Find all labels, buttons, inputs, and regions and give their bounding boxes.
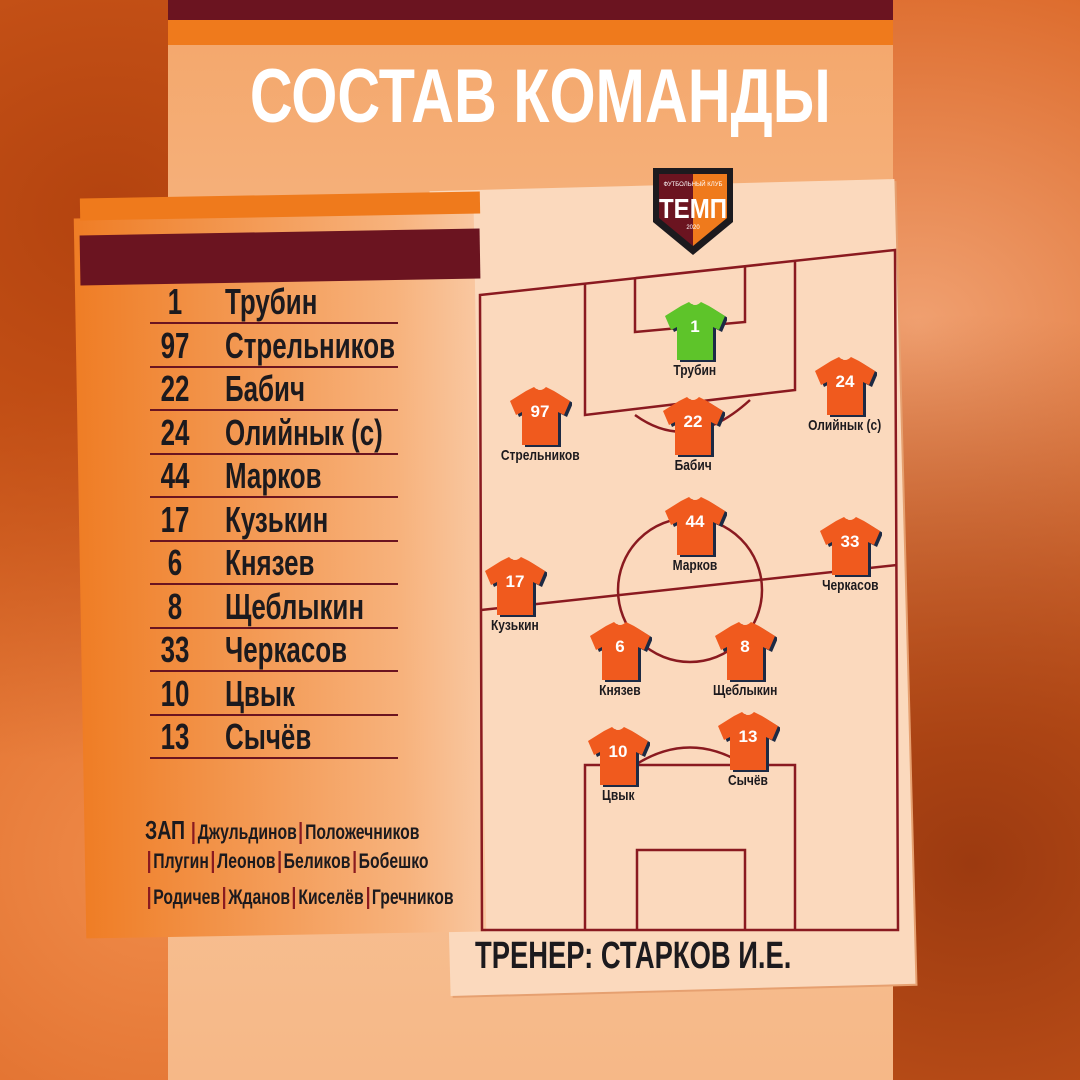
player-number: 17 bbox=[160, 498, 190, 540]
field-player-name: Стрельников bbox=[500, 447, 580, 464]
player-number: 6 bbox=[167, 542, 183, 583]
player-number: 44 bbox=[160, 455, 190, 496]
top-band-orange bbox=[168, 20, 893, 45]
player-name: Трубин bbox=[225, 281, 318, 322]
field-player-name: Олийнык (с) bbox=[808, 417, 882, 434]
player-name: Кузькин bbox=[225, 498, 329, 540]
jersey-number: 6 bbox=[615, 637, 624, 656]
jersey-number: 97 bbox=[531, 402, 550, 421]
logo-subtitle: ФУТБОЛЬНЫЙ КЛУБ bbox=[664, 180, 723, 188]
player-number: 24 bbox=[160, 411, 190, 453]
jersey-icon: 6 bbox=[590, 622, 652, 682]
lineup-row: 8 Щеблыкин bbox=[150, 585, 398, 629]
player-number: 97 bbox=[160, 324, 190, 366]
player-number: 1 bbox=[167, 281, 183, 322]
logo-name: ТЕМП bbox=[659, 193, 727, 224]
pitch bbox=[478, 248, 900, 932]
field-player-name: Черкасов bbox=[821, 577, 879, 594]
jersey-icon: 1 bbox=[665, 302, 727, 362]
field-player-name: Бабич bbox=[674, 457, 712, 474]
lineup-row: 22 Бабич bbox=[150, 369, 398, 411]
player-number: 33 bbox=[160, 629, 190, 670]
jersey-icon: 8 bbox=[715, 622, 777, 682]
jersey-icon: 97 bbox=[510, 387, 572, 447]
jersey-icon: 13 bbox=[718, 712, 780, 772]
field-player-name: Кузькин bbox=[491, 617, 539, 634]
player-name: Стрельников bbox=[225, 324, 396, 366]
jersey-icon: 24 bbox=[815, 357, 877, 417]
jersey-icon: 44 bbox=[665, 497, 727, 557]
field-player-name: Трубин bbox=[673, 362, 717, 379]
lineup-row: 33 Черкасов bbox=[150, 630, 398, 672]
jersey-number: 17 bbox=[506, 572, 525, 591]
jersey-icon: 10 bbox=[588, 727, 650, 787]
jersey-number: 33 bbox=[841, 532, 860, 551]
field-player-name: Марков bbox=[672, 557, 718, 574]
jersey-number: 1 bbox=[690, 317, 699, 336]
lineup-row: 24 Олийнык (с) bbox=[150, 411, 398, 455]
logo-year: 2020 bbox=[686, 225, 700, 231]
lineup-row: 1 Трубин bbox=[150, 282, 398, 324]
player-number: 10 bbox=[160, 672, 190, 714]
lineup-row: 13 Сычёв bbox=[150, 717, 398, 759]
coach-label: ТРЕНЕР: СТАРКОВ И.Е. bbox=[475, 935, 792, 977]
player-name: Бабич bbox=[225, 368, 306, 409]
jersey-number: 13 bbox=[739, 727, 758, 746]
player-name: Олийнык (с) bbox=[225, 411, 383, 453]
jersey-number: 24 bbox=[836, 372, 855, 391]
lineup-band-maroon bbox=[79, 228, 481, 286]
field-player-name: Цвык bbox=[601, 787, 635, 804]
player-number: 8 bbox=[167, 585, 183, 627]
player-number: 13 bbox=[160, 716, 190, 757]
lineup-row: 17 Кузькин bbox=[150, 498, 398, 542]
jersey-number: 8 bbox=[740, 637, 749, 656]
lineup-row: 6 Князев bbox=[150, 543, 398, 585]
player-name: Цвык bbox=[225, 672, 295, 714]
lineup-row: 44 Марков bbox=[150, 456, 398, 498]
player-name: Сычёв bbox=[225, 716, 312, 757]
player-number: 22 bbox=[160, 368, 190, 409]
player-name: Черкасов bbox=[225, 629, 348, 670]
lineup-row: 10 Цвык bbox=[150, 672, 398, 716]
player-name: Марков bbox=[225, 455, 322, 496]
field-player-name: Сычёв bbox=[728, 772, 768, 789]
field-player-name: Щеблыкин bbox=[712, 682, 778, 699]
jersey-number: 44 bbox=[686, 512, 705, 531]
page-title: СОСТАВ КОМАНДЫ bbox=[249, 54, 831, 139]
lineup-row: 97 Стрельников bbox=[150, 324, 398, 368]
player-name: Щеблыкин bbox=[225, 585, 365, 627]
top-band-maroon bbox=[168, 0, 893, 20]
jersey-icon: 33 bbox=[820, 517, 882, 577]
field-player-name: Князев bbox=[599, 682, 641, 699]
club-logo: ФУТБОЛЬНЫЙ КЛУБ ТЕМП 2020 bbox=[653, 168, 733, 255]
jersey-icon: 17 bbox=[485, 557, 547, 617]
jersey-number: 10 bbox=[609, 742, 628, 761]
player-name: Князев bbox=[225, 542, 315, 583]
jersey-number: 22 bbox=[684, 412, 703, 431]
jersey-icon: 22 bbox=[663, 397, 725, 457]
